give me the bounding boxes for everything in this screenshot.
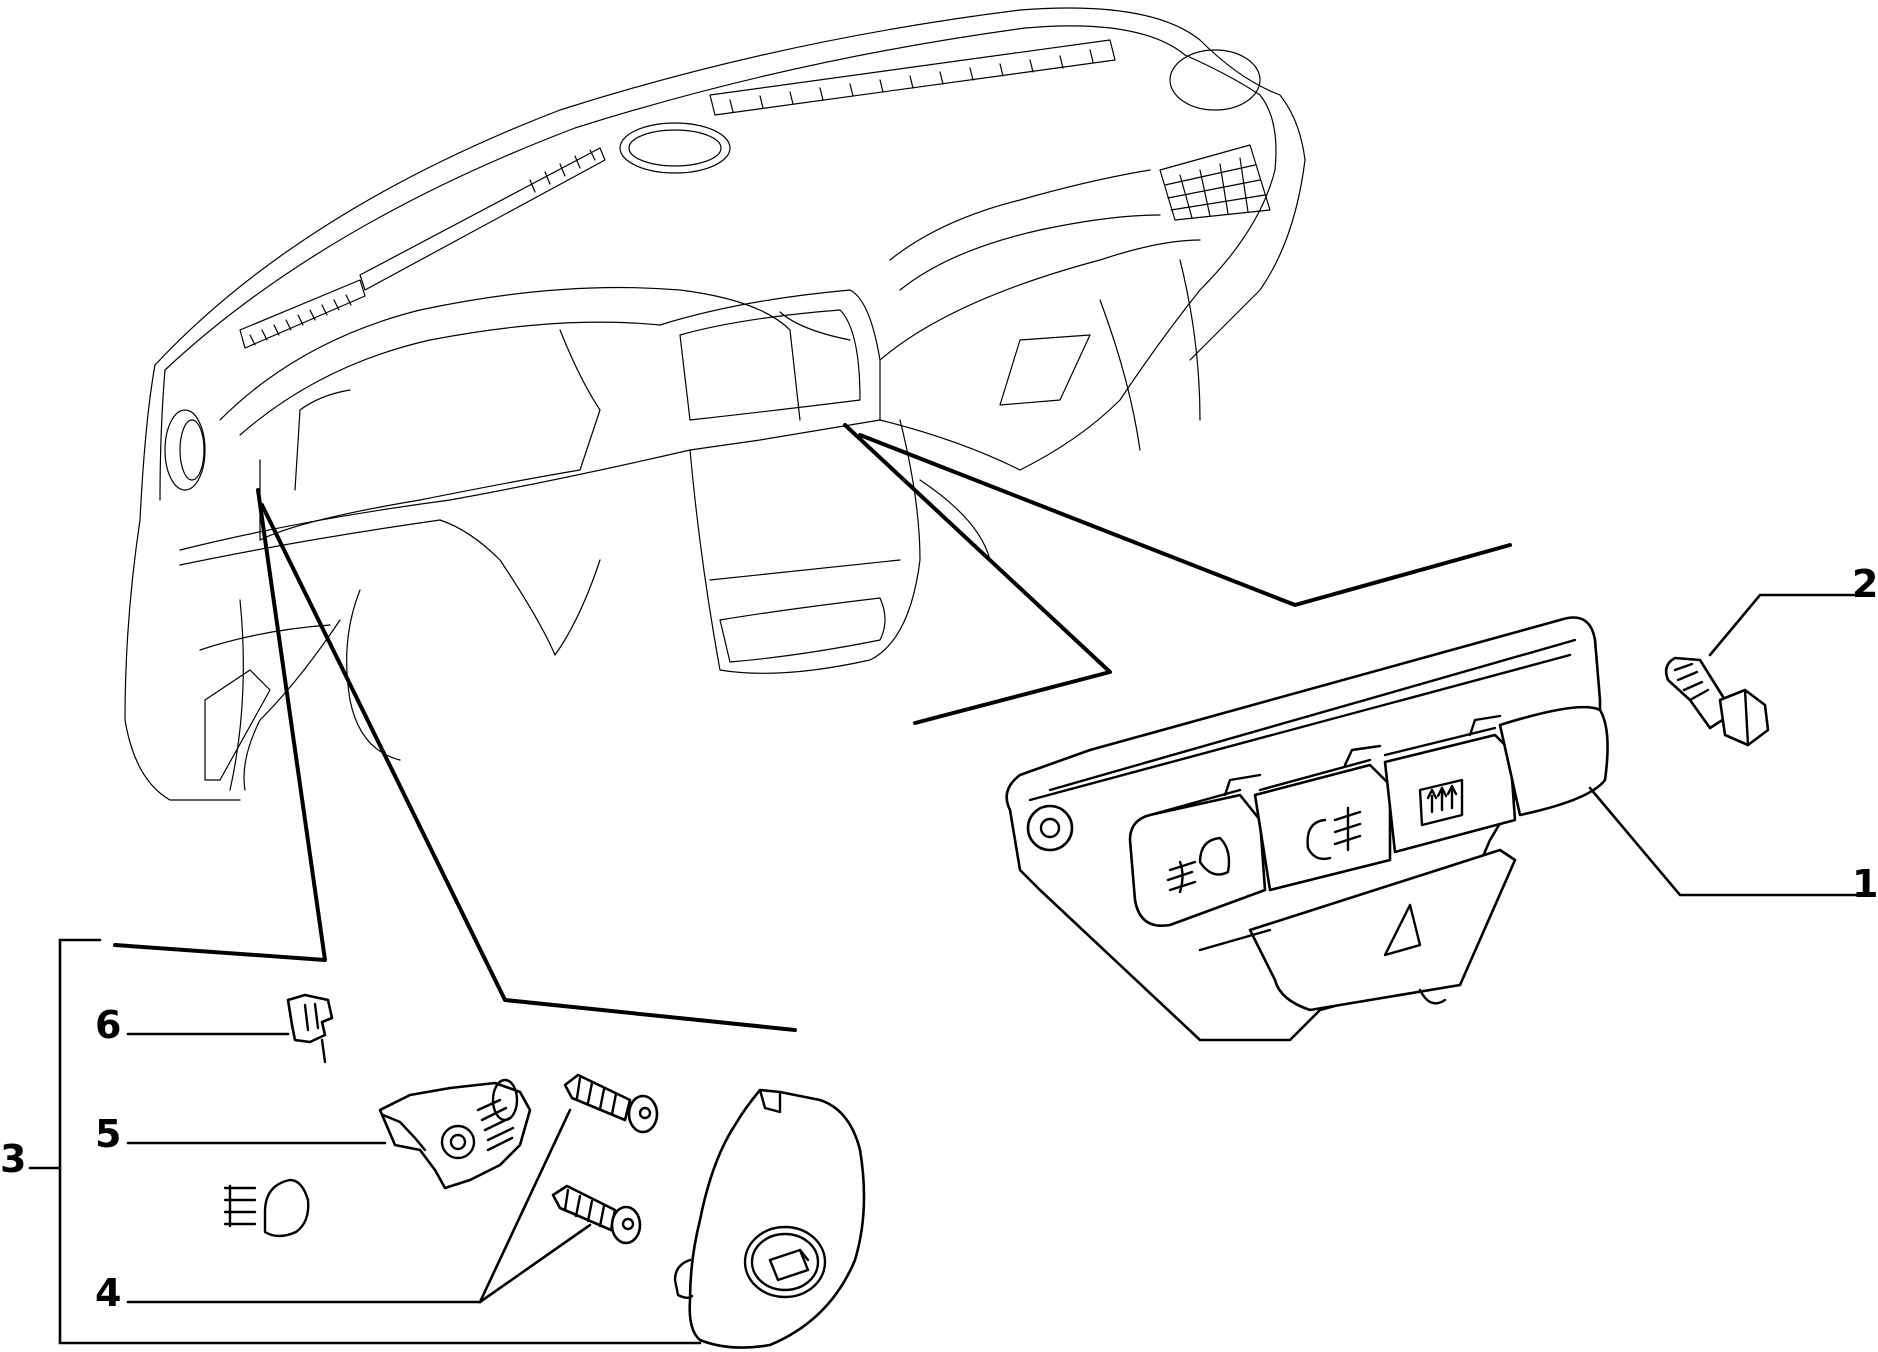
callout-6: 6 [95,1003,121,1047]
rear-fog-light-icon [1306,806,1362,861]
part-4-screw-lower [551,1184,642,1245]
button-row [1128,705,1609,928]
callout-leaders [28,593,1872,1345]
dashboard-outline [124,7,1306,801]
rear-defroster-icon [1418,778,1464,827]
assembly-leader-lines [113,423,1512,1032]
part-4-screw-upper [563,1073,659,1134]
part-cover-knob-housing [673,1088,866,1349]
headlight-level-icon [768,1248,810,1282]
hazard-triangle-icon [1383,903,1422,957]
headlight-icon [223,1178,310,1238]
part-5-levelling-switch [378,1078,532,1190]
callout-1: 1 [1852,862,1878,906]
callout-2: 2 [1852,562,1878,606]
callout-4: 4 [95,1271,121,1315]
part-6-clip [286,993,334,1064]
part-2-bolt [1664,656,1770,747]
callout-3: 3 [0,1137,26,1181]
right-vent-grille [1164,157,1266,219]
callout-labels: 1 2 3 4 5 6 [0,562,1878,1315]
callout-5: 5 [95,1112,121,1156]
fog-light-icon [1166,836,1231,894]
defrost-grille-hatching [249,49,1094,346]
part-1-switch-panel [1005,616,1609,1042]
